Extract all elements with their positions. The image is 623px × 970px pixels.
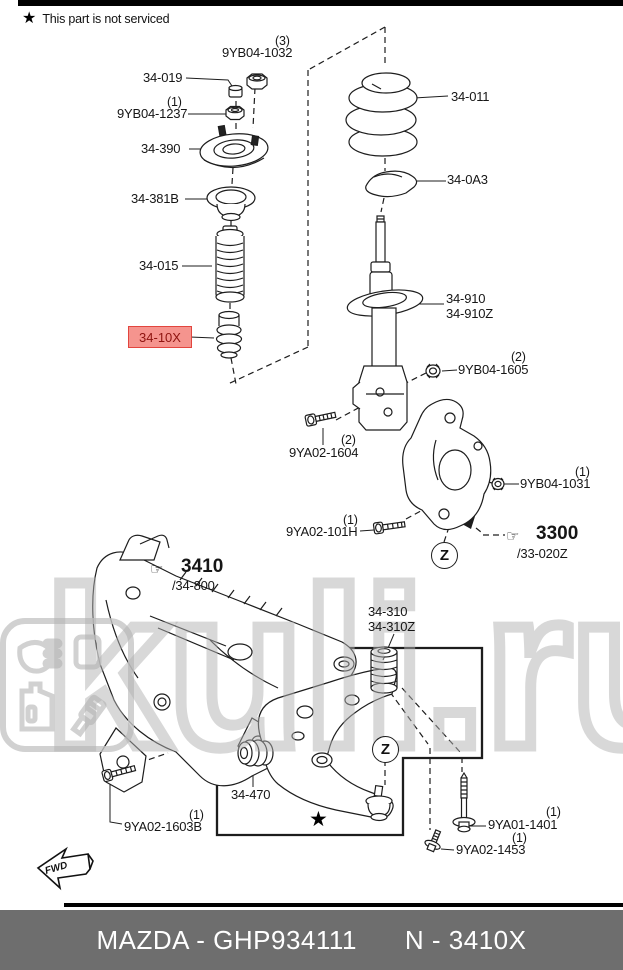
nut-9yb04-1031-drawing bbox=[491, 477, 505, 491]
label-34-10x-highlighted[interactable]: 34-10X bbox=[128, 326, 192, 348]
knuckle-drawing bbox=[402, 398, 492, 531]
label-9ya02-1603b: 9YA02-1603B bbox=[124, 819, 202, 834]
not-serviced-star: ★ bbox=[309, 808, 328, 831]
label-9yb04-1237: 9YB04-1237 bbox=[117, 106, 188, 121]
label-34-381b: 34-381B bbox=[131, 191, 179, 206]
dust-boot-drawing bbox=[215, 225, 245, 303]
label-34-390: 34-390 bbox=[141, 141, 181, 156]
label-3300: 3300 bbox=[536, 523, 579, 544]
arm-rear-bushing-drawing bbox=[333, 646, 398, 694]
label-33-020z: /33-020Z bbox=[517, 546, 568, 561]
ball-joint-drawing bbox=[365, 784, 393, 822]
count-9ya02-1604: (2) bbox=[341, 433, 356, 447]
count-9ya01-1401: (1) bbox=[546, 805, 561, 819]
label-34-019: 34-019 bbox=[143, 70, 183, 85]
label-3410: 3410 bbox=[181, 556, 224, 577]
leader-lines bbox=[109, 77, 519, 851]
label-34-0a3: 34-0A3 bbox=[447, 172, 488, 187]
detail-marker-z-balljoint: Z bbox=[372, 736, 399, 763]
dashed-centerlines bbox=[129, 26, 505, 830]
bushing-34-019-drawing bbox=[228, 84, 243, 98]
hand-icon: ☞ bbox=[150, 561, 164, 578]
label-34-910: 34-910 bbox=[446, 291, 486, 306]
bolt-9ya02-1603b-drawing bbox=[101, 764, 137, 783]
top-rule bbox=[18, 0, 623, 6]
label-9yb04-1031: 9YB04-1031 bbox=[520, 476, 591, 491]
coil-spring-drawing bbox=[345, 72, 418, 157]
bolt-9ya01-1401-drawing bbox=[452, 771, 476, 833]
count-9ya02-1453: (1) bbox=[512, 831, 527, 845]
strut-mount-drawing bbox=[199, 124, 269, 169]
bolt-9ya02-1604-drawing bbox=[304, 411, 337, 427]
hand-icon: ☞ bbox=[506, 528, 520, 545]
arm-front-bushing-drawing bbox=[237, 739, 274, 767]
control-arm-drawing bbox=[257, 667, 397, 819]
label-9ya02-1453: 9YA02-1453 bbox=[456, 842, 526, 857]
nut-9yb04-1605-drawing bbox=[425, 363, 441, 379]
strut-drawing bbox=[346, 215, 424, 431]
seat-34-0a3-drawing bbox=[365, 170, 418, 198]
seat-34-381b-drawing bbox=[206, 186, 256, 222]
footer-brand-part: MAZDA - GHP934111 bbox=[96, 924, 357, 955]
detail-marker-z-knuckle: Z bbox=[431, 542, 458, 569]
count-9yb04-1031: (1) bbox=[575, 465, 590, 479]
label-34-910z: 34-910Z bbox=[446, 306, 494, 321]
footer-rule bbox=[64, 903, 623, 907]
count-9ya02-1603b: (1) bbox=[189, 808, 204, 822]
count-9yb04-1032: (3) bbox=[275, 34, 290, 48]
exploded-view-drawing: FWD bbox=[36, 26, 519, 891]
fwd-arrow: FWD bbox=[36, 846, 94, 891]
label-34-015: 34-015 bbox=[139, 258, 179, 273]
label-34-470: 34-470 bbox=[231, 787, 271, 802]
star-icon: ★ bbox=[22, 10, 37, 27]
footer-catalog-ref: N - 3410X bbox=[404, 924, 527, 955]
nut-9yb04-1032-drawing bbox=[246, 73, 268, 90]
legend-text: This part is not serviced bbox=[42, 12, 170, 26]
nut-9yb04-1237-drawing bbox=[225, 105, 245, 121]
bolt-9ya02-101h-drawing bbox=[372, 521, 406, 535]
bump-stop-drawing bbox=[215, 310, 243, 359]
label-9ya02-101h: 9YA02-101H bbox=[286, 524, 358, 539]
footer-bar: MAZDA - GHP934111 N - 3410X bbox=[0, 910, 623, 970]
legend: ★ This part is not serviced bbox=[22, 10, 170, 27]
label-34-310: 34-310 bbox=[368, 604, 408, 619]
label-34-310z: 34-310Z bbox=[368, 619, 416, 634]
count-9yb04-1237: (1) bbox=[167, 95, 182, 109]
count-9ya02-101h: (1) bbox=[343, 513, 358, 527]
bolt-9ya02-1453-drawing bbox=[424, 829, 442, 853]
label-34-800: /34-800 bbox=[172, 578, 215, 593]
label-9yb04-1605: 9YB04-1605 bbox=[458, 362, 529, 377]
label-34-011: 34-011 bbox=[451, 89, 490, 104]
count-9yb04-1605: (2) bbox=[511, 350, 526, 364]
label-9ya02-1604: 9YA02-1604 bbox=[289, 445, 359, 460]
label-9yb04-1032: 9YB04-1032 bbox=[222, 45, 293, 60]
label-9ya01-1401: 9YA01-1401 bbox=[488, 817, 558, 832]
